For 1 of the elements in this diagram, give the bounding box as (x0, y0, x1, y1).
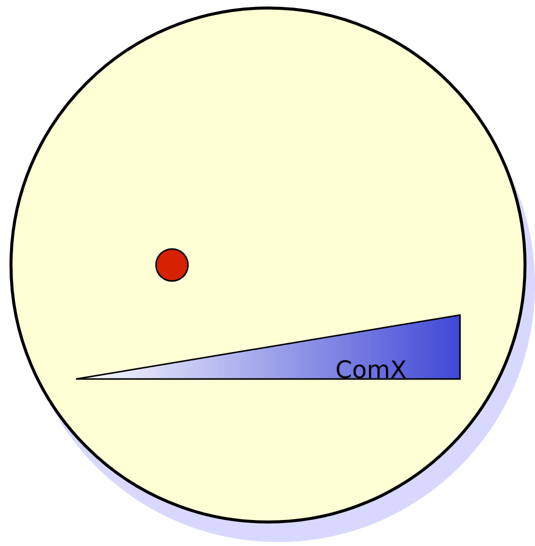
wedge-label: ComX (336, 360, 406, 378)
